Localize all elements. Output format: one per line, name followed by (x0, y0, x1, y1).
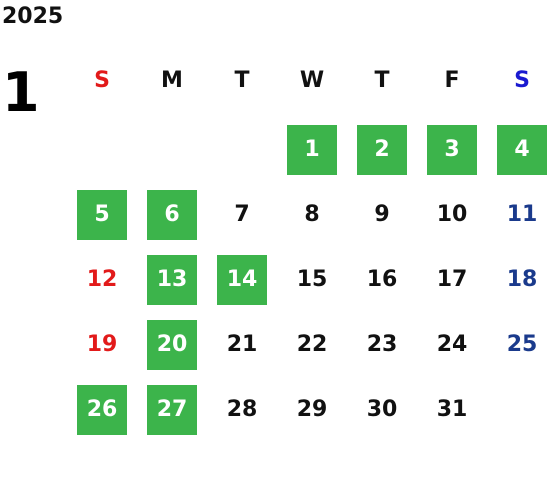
day-cell[interactable]: 25 (506, 332, 538, 357)
day-cell[interactable]: 21 (226, 332, 258, 357)
day-cell[interactable]: 20 (147, 320, 197, 370)
day-cell[interactable]: 13 (147, 255, 197, 305)
day-cell[interactable]: 12 (86, 267, 118, 292)
day-cell[interactable]: 2 (357, 125, 407, 175)
day-cell[interactable]: 31 (436, 397, 468, 422)
day-cell[interactable]: 11 (506, 202, 538, 227)
day-cell[interactable]: 10 (436, 202, 468, 227)
weekday-mon: M (161, 68, 183, 93)
day-cell[interactable]: 6 (147, 190, 197, 240)
weekday-sun: S (94, 68, 110, 93)
day-cell[interactable]: 1 (287, 125, 337, 175)
day-cell[interactable]: 27 (147, 385, 197, 435)
day-cell[interactable]: 29 (296, 397, 328, 422)
day-cell[interactable]: 18 (506, 267, 538, 292)
day-cell[interactable]: 4 (497, 125, 547, 175)
day-cell[interactable]: 19 (86, 332, 118, 357)
weekday-thu: T (374, 68, 390, 93)
weekday-sat: S (514, 68, 530, 93)
day-cell[interactable]: 14 (217, 255, 267, 305)
year-label: 2025 (2, 4, 64, 29)
day-cell[interactable]: 9 (374, 202, 390, 227)
day-cell[interactable]: 8 (304, 202, 320, 227)
day-cell[interactable]: 26 (77, 385, 127, 435)
day-cell[interactable]: 30 (366, 397, 398, 422)
weekday-fri: F (444, 68, 460, 93)
day-cell[interactable]: 17 (436, 267, 468, 292)
day-cell[interactable]: 15 (296, 267, 328, 292)
weekday-tue: T (234, 68, 250, 93)
day-cell[interactable]: 16 (366, 267, 398, 292)
day-cell[interactable]: 7 (234, 202, 250, 227)
day-cell[interactable]: 28 (226, 397, 258, 422)
day-cell[interactable]: 22 (296, 332, 328, 357)
weekday-wed: W (299, 68, 325, 93)
day-cell[interactable]: 5 (77, 190, 127, 240)
month-number: 1 (2, 61, 40, 124)
day-cell[interactable]: 23 (366, 332, 398, 357)
day-cell[interactable]: 3 (427, 125, 477, 175)
day-cell[interactable]: 24 (436, 332, 468, 357)
